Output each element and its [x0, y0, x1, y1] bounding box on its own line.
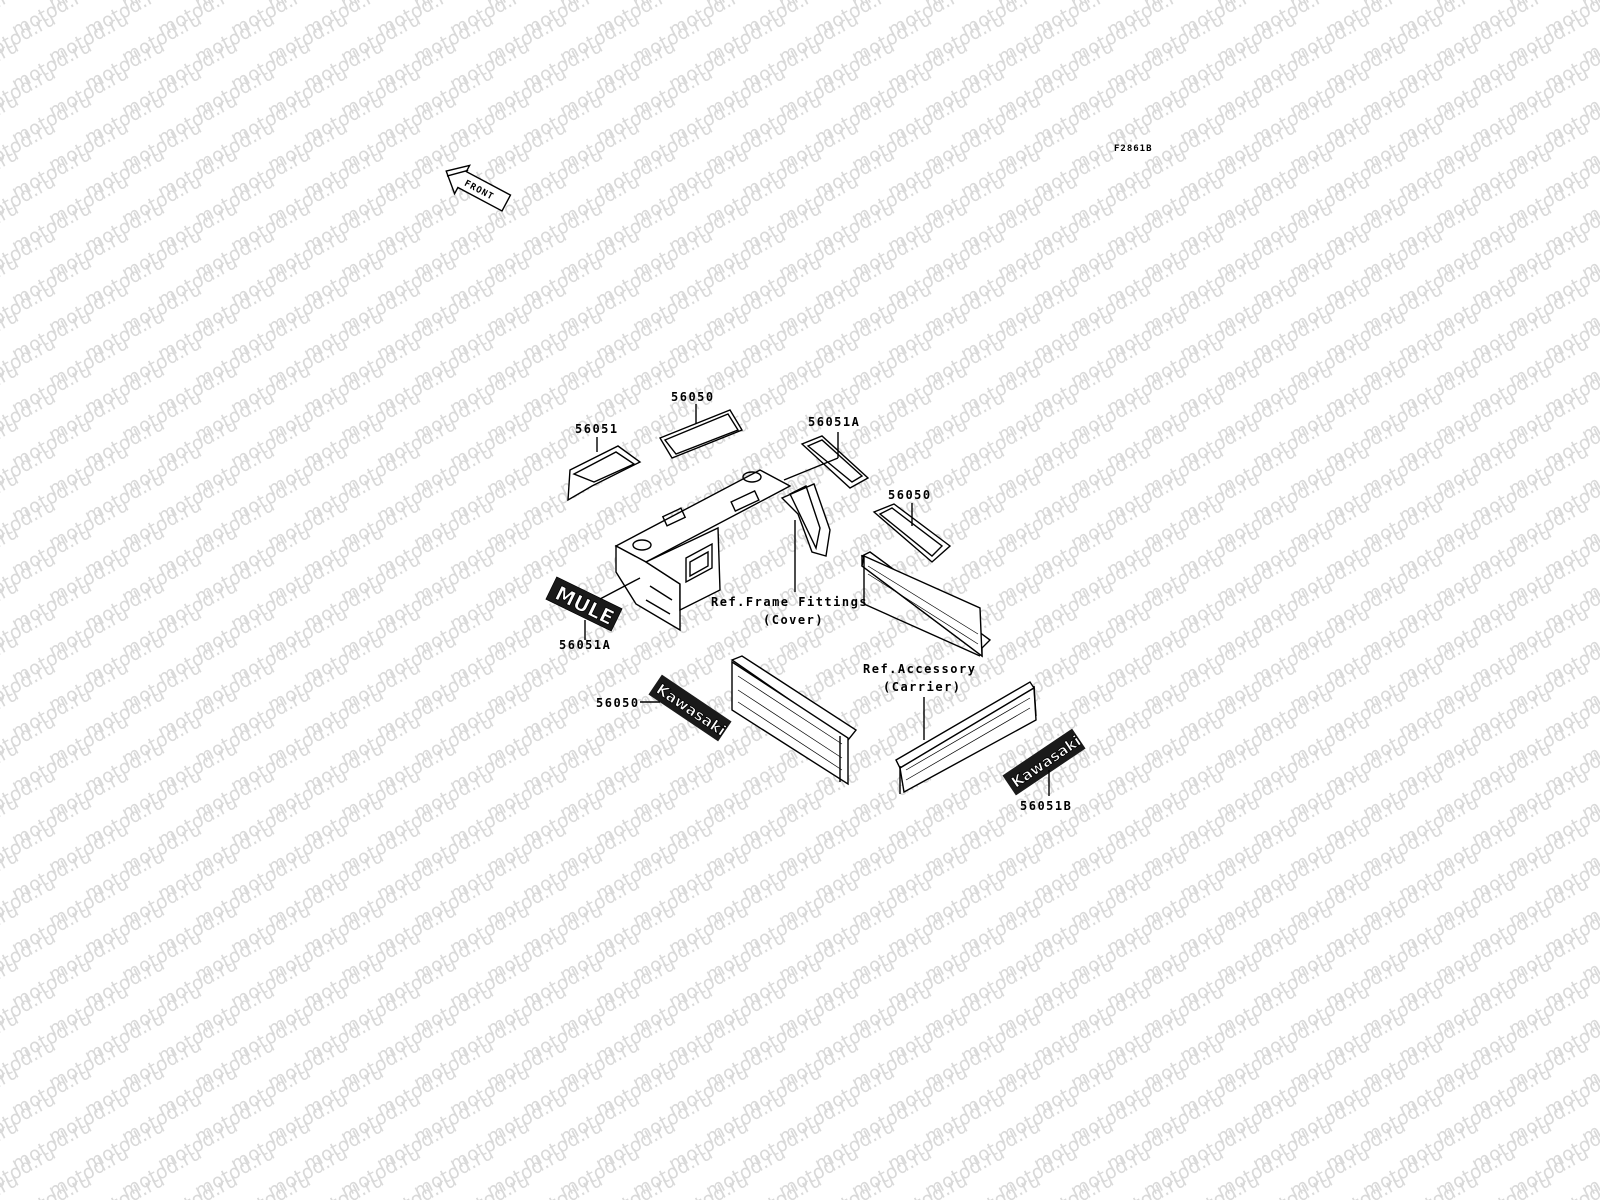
callout-56051A-mule: 56051A: [559, 638, 611, 652]
ref-frame-line2: (Cover): [763, 613, 824, 627]
callout-56050-right: 56050: [888, 488, 932, 502]
figure-code: F2861B: [1114, 144, 1153, 154]
callout-56051: 56051: [575, 422, 619, 436]
ref-frame-line1: Ref.Frame Fittings: [711, 595, 868, 609]
callout-56051B: 56051B: [1020, 799, 1072, 813]
callout-56050-kawasaki: 56050: [596, 696, 640, 710]
ref-accessory-line1: Ref.Accessory: [863, 662, 976, 676]
callout-56051A-top: 56051A: [808, 415, 860, 429]
ref-accessory-line2: (Carrier): [883, 680, 962, 694]
callout-56050-top: 56050: [671, 390, 715, 404]
